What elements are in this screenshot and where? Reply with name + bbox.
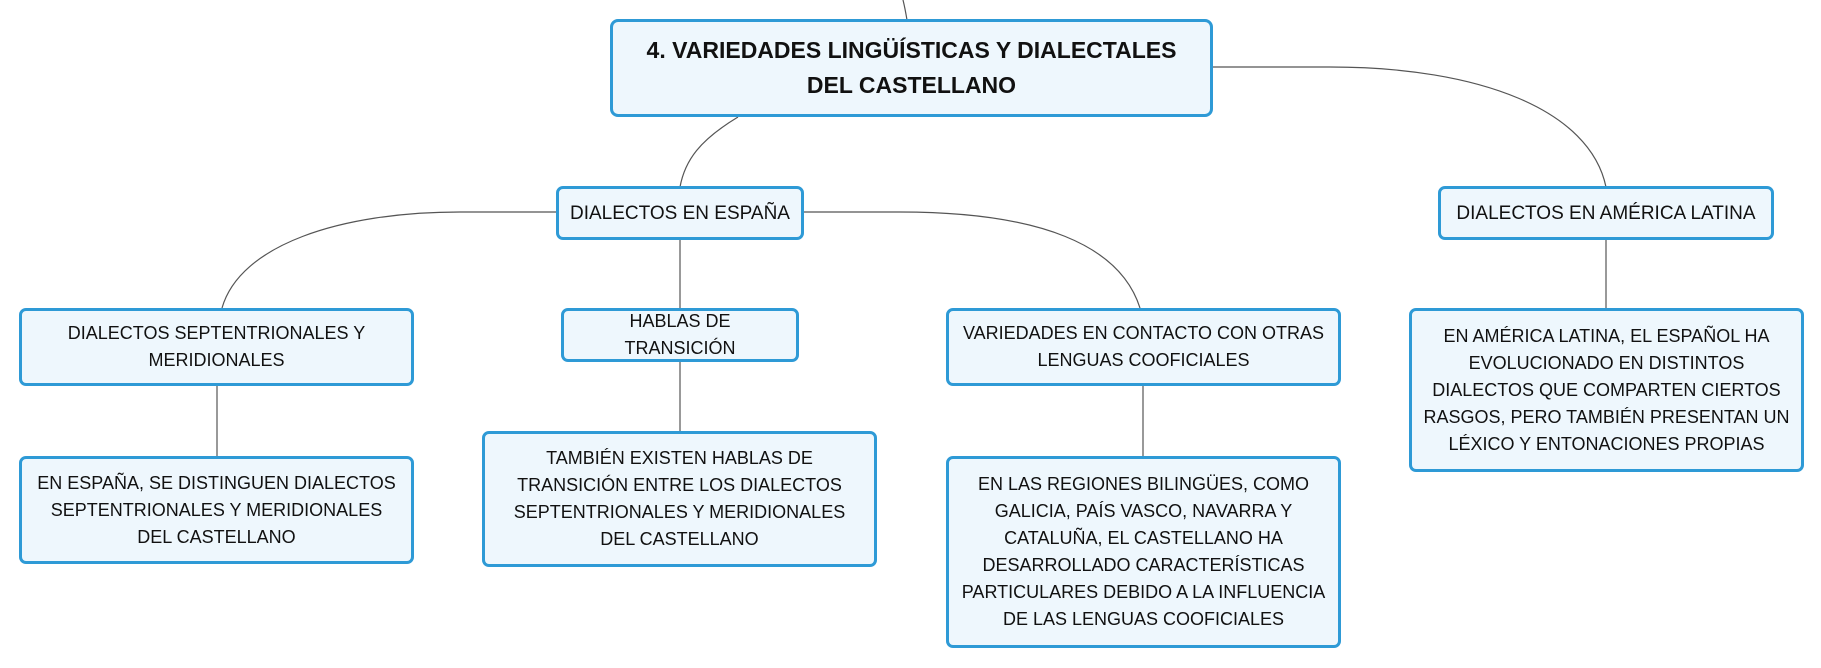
- connector-spain-to-north-south: [221, 211, 556, 309]
- node-dialectos-espana[interactable]: DIALECTOS EN ESPAÑA: [556, 186, 804, 240]
- root-node-title: 4. VARIEDADES LINGÜÍSTICAS Y DIALECTALES…: [646, 37, 1177, 98]
- node-septentrionales-meridionales-detail-text: EN ESPAÑA, SE DISTINGUEN DIALECTOS SEPTE…: [37, 472, 396, 547]
- node-dialectos-america-latina-label: DIALECTOS EN AMÉRICA LATINA: [1456, 202, 1756, 224]
- node-septentrionales-meridionales-detail[interactable]: EN ESPAÑA, SE DISTINGUEN DIALECTOS SEPTE…: [19, 456, 414, 564]
- node-variedades-contacto-detail-text: EN LAS REGIONES BILINGÜES, COMO GALICIA,…: [961, 474, 1326, 629]
- connector-root-to-spain: [679, 116, 739, 188]
- connector-spain-to-contact: [804, 211, 1141, 309]
- node-dialectos-espana-label: DIALECTOS EN ESPAÑA: [570, 202, 790, 224]
- node-hablas-transicion-detail[interactable]: TAMBIÉN EXISTEN HABLAS DE TRANSICIÓN ENT…: [482, 431, 877, 567]
- node-dialectos-america-latina[interactable]: DIALECTOS EN AMÉRICA LATINA: [1438, 186, 1774, 240]
- node-variedades-contacto-detail[interactable]: EN LAS REGIONES BILINGÜES, COMO GALICIA,…: [946, 456, 1341, 648]
- node-septentrionales-meridionales[interactable]: DIALECTOS SEPTENTRIONALES Y MERIDIONALES: [19, 308, 414, 386]
- root-node[interactable]: 4. VARIEDADES LINGÜÍSTICAS Y DIALECTALES…: [610, 19, 1213, 117]
- node-hablas-transicion[interactable]: HABLAS DE TRANSICIÓN: [561, 308, 799, 362]
- node-variedades-contacto-label: VARIEDADES EN CONTACTO CON OTRAS LENGUAS…: [962, 323, 1325, 370]
- node-hablas-transicion-detail-text: TAMBIÉN EXISTEN HABLAS DE TRANSICIÓN ENT…: [513, 448, 846, 549]
- node-america-latina-detail-text: EN AMÉRICA LATINA, EL ESPAÑOL HA EVOLUCI…: [1423, 325, 1790, 454]
- node-america-latina-detail[interactable]: EN AMÉRICA LATINA, EL ESPAÑOL HA EVOLUCI…: [1409, 308, 1804, 472]
- node-septentrionales-meridionales-label: DIALECTOS SEPTENTRIONALES Y MERIDIONALES: [67, 323, 366, 370]
- node-variedades-contacto[interactable]: VARIEDADES EN CONTACTO CON OTRAS LENGUAS…: [946, 308, 1341, 386]
- node-hablas-transicion-label: HABLAS DE TRANSICIÓN: [624, 311, 736, 358]
- connector-top-stub: [902, 0, 908, 21]
- connector-root-to-latam: [1213, 66, 1607, 188]
